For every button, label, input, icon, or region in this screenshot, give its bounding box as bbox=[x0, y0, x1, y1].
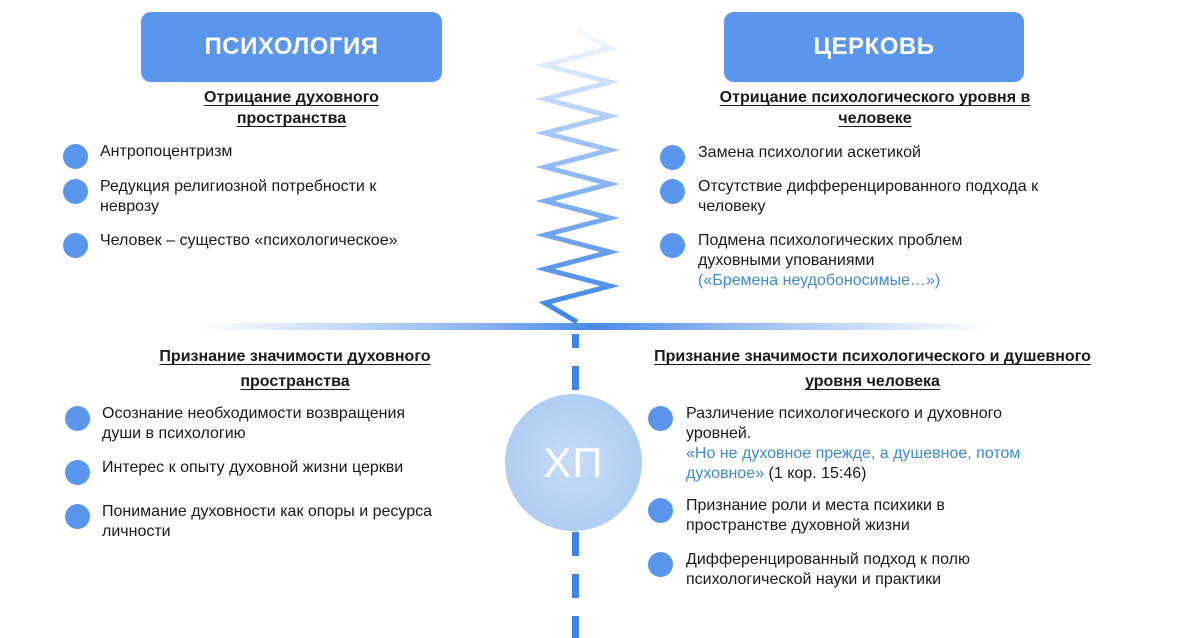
bottom-left-list: Осознание необходимости возвращения души… bbox=[65, 404, 505, 544]
bullet-icon bbox=[63, 144, 88, 169]
bottom-left-title: Признание значимости духовного пространс… bbox=[159, 348, 431, 390]
bullet-icon bbox=[65, 460, 90, 485]
psychology-header-label: ПСИХОЛОГИЯ bbox=[204, 33, 379, 60]
church-header-label: ЦЕРКОВЬ bbox=[813, 33, 935, 60]
horizontal-divider bbox=[200, 323, 990, 330]
bullet-icon bbox=[660, 145, 685, 170]
dashed-vertical-axis bbox=[572, 334, 579, 638]
bottom-right-list: Различение психологического и духовного … bbox=[648, 404, 1178, 604]
bullet-icon bbox=[660, 233, 685, 258]
bullet-icon bbox=[63, 179, 88, 204]
bullet-icon bbox=[65, 406, 90, 431]
bullet-icon bbox=[63, 233, 88, 258]
bible-reference: (1 кор. 15:46) bbox=[764, 465, 867, 482]
quote-text: «Но не духовное прежде, а душевное, пото… bbox=[686, 445, 1021, 462]
bottom-right-title: Признание значимости психологического и … bbox=[654, 348, 1091, 390]
hp-label: ХП bbox=[543, 438, 604, 486]
zigzag-spring bbox=[535, 27, 620, 325]
top-left-title: Отрицание духовного пространства bbox=[204, 89, 379, 127]
church-header: ЦЕРКОВЬ bbox=[724, 12, 1024, 82]
bullet-icon bbox=[648, 406, 673, 431]
quote-text: («Бремена неудобоносимые…») bbox=[698, 272, 941, 289]
quote-text: духовное» bbox=[686, 465, 765, 482]
top-right-list: Замена психологии аскетикой Отсутствие д… bbox=[660, 140, 1180, 300]
bullet-icon bbox=[65, 504, 90, 529]
bullet-icon bbox=[648, 498, 673, 523]
bullet-icon bbox=[660, 179, 685, 204]
bullet-icon bbox=[648, 552, 673, 577]
hp-circle: ХП bbox=[505, 394, 642, 531]
top-left-list: Антропоцентризм Редукция религиозной пот… bbox=[63, 140, 513, 270]
psychology-header: ПСИХОЛОГИЯ bbox=[141, 12, 442, 82]
top-right-title: Отрицание психологического уровня в чело… bbox=[719, 89, 1031, 127]
